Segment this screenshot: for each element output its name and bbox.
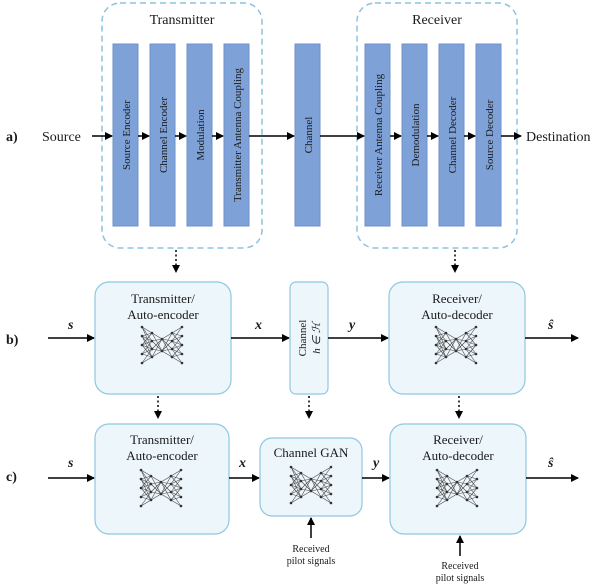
transmitter-antenna-coupling-label: Transmitter Antenna Coupling [232, 67, 244, 202]
row-c-input-s: s [67, 456, 74, 471]
transmitter-title: Transmitter [150, 13, 215, 28]
row-c-output-shat: ŝ [547, 456, 554, 471]
row-b-rx-line2: Auto-decoder [421, 307, 493, 322]
row-c-transmitter-panel [94, 423, 230, 535]
channel-block [294, 43, 321, 227]
row-c-channel-gan-panel [259, 437, 363, 517]
row-b-input-s: s [67, 318, 74, 333]
destination-label: Destination [526, 130, 591, 145]
rx-pilot-line2: pilot signals [436, 573, 485, 584]
channel-encoder-block [149, 43, 176, 227]
row-b-x: x [254, 318, 262, 333]
row-b-rx-line1: Receiver/ [432, 291, 482, 306]
transmitter-antenna-coupling-block [223, 43, 250, 227]
channel-encoder-label: Channel Encoder [158, 97, 170, 173]
row-b-channel-line2: h ∈ ℋ [311, 320, 323, 354]
gan-pilot-line1: Received [292, 544, 329, 555]
row-b-output-shat: ŝ [547, 318, 554, 333]
modulation-block [186, 43, 213, 227]
row-c-label: c) [6, 470, 17, 485]
source-decoder-block [475, 43, 502, 227]
row-c-channel-gan-label: Channel GAN [274, 445, 349, 460]
source-decoder-label: Source Decoder [484, 99, 496, 170]
receiver-antenna-coupling-block [364, 43, 391, 227]
row-c-rx-line1: Receiver/ [433, 432, 483, 447]
row-b-tx-line2: Auto-encoder [127, 307, 199, 322]
modulation-label: Modulation [195, 109, 207, 161]
row-b-y: y [347, 318, 356, 333]
source-encoder-block [112, 43, 139, 227]
gan-pilot-line2: pilot signals [287, 556, 336, 567]
rx-pilot-line1: Received [441, 561, 478, 572]
channel-label: Channel [303, 117, 315, 154]
row-c-tx-line1: Transmitter/ [130, 432, 194, 447]
row-b-channel-line1: Channel [297, 320, 309, 357]
demodulation-block [401, 43, 428, 227]
row-b-tx-line1: Transmitter/ [131, 291, 195, 306]
receiver-group [356, 2, 518, 249]
row-b-label: b) [6, 333, 19, 348]
row-a-label: a) [6, 130, 18, 145]
transmitter-group [101, 2, 263, 249]
row-c-receiver-panel [389, 423, 527, 535]
receiver-antenna-coupling-label: Receiver Antenna Coupling [373, 73, 385, 196]
source-label: Source [42, 130, 81, 145]
demodulation-label: Demodulation [410, 103, 422, 166]
row-c-rx-line2: Auto-decoder [422, 448, 494, 463]
channel-decoder-block [438, 43, 465, 227]
row-c-x: x [238, 456, 246, 471]
row-c-y: y [371, 456, 380, 471]
channel-decoder-label: Channel Decoder [447, 96, 459, 173]
source-encoder-label: Source Encoder [121, 100, 133, 170]
receiver-title: Receiver [412, 13, 462, 28]
row-c-tx-line2: Auto-encoder [126, 448, 198, 463]
